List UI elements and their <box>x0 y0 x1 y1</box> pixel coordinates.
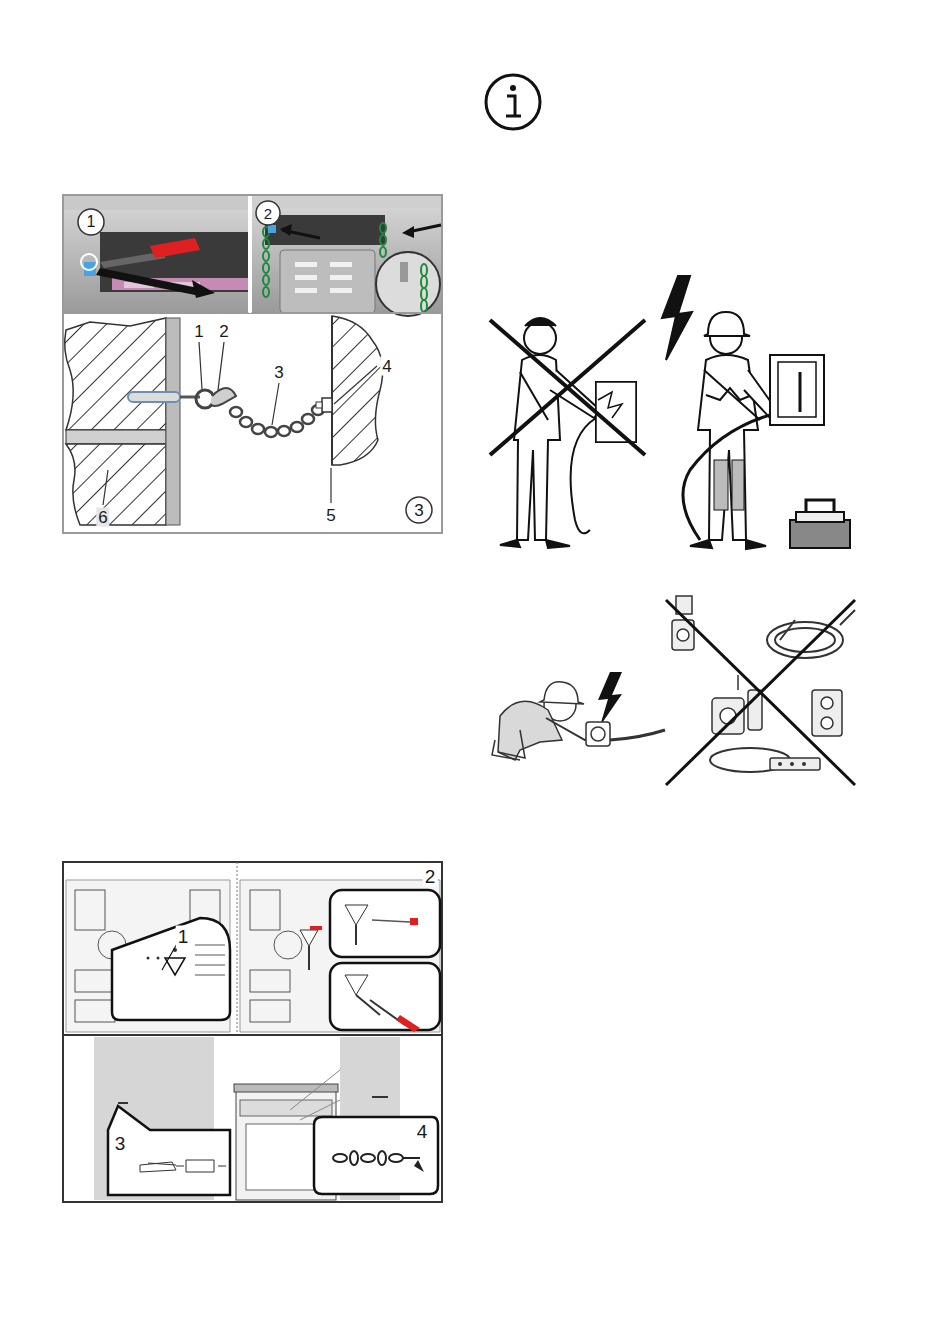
callout-number: 3 <box>412 501 425 520</box>
callout-number: 6 <box>96 508 109 527</box>
callout-number: 4 <box>415 1121 430 1142</box>
chain-figure <box>63 195 442 533</box>
callout-number: 2 <box>423 866 438 887</box>
callout-number: 3 <box>272 363 285 382</box>
socket-figure <box>492 596 855 785</box>
callout-number: 1 <box>192 322 205 341</box>
callout-number: 2 <box>217 322 230 341</box>
callout-number: 3 <box>113 1133 128 1154</box>
callout-number: 1 <box>176 926 191 947</box>
callout-number: 1 <box>85 213 98 231</box>
wall-fixing-figure <box>63 862 442 1202</box>
callout-number: 5 <box>324 506 337 525</box>
electrician-figure <box>490 276 850 549</box>
callout-number: 4 <box>380 357 393 376</box>
callout-number: 2 <box>262 205 274 222</box>
info-icon <box>486 75 540 129</box>
